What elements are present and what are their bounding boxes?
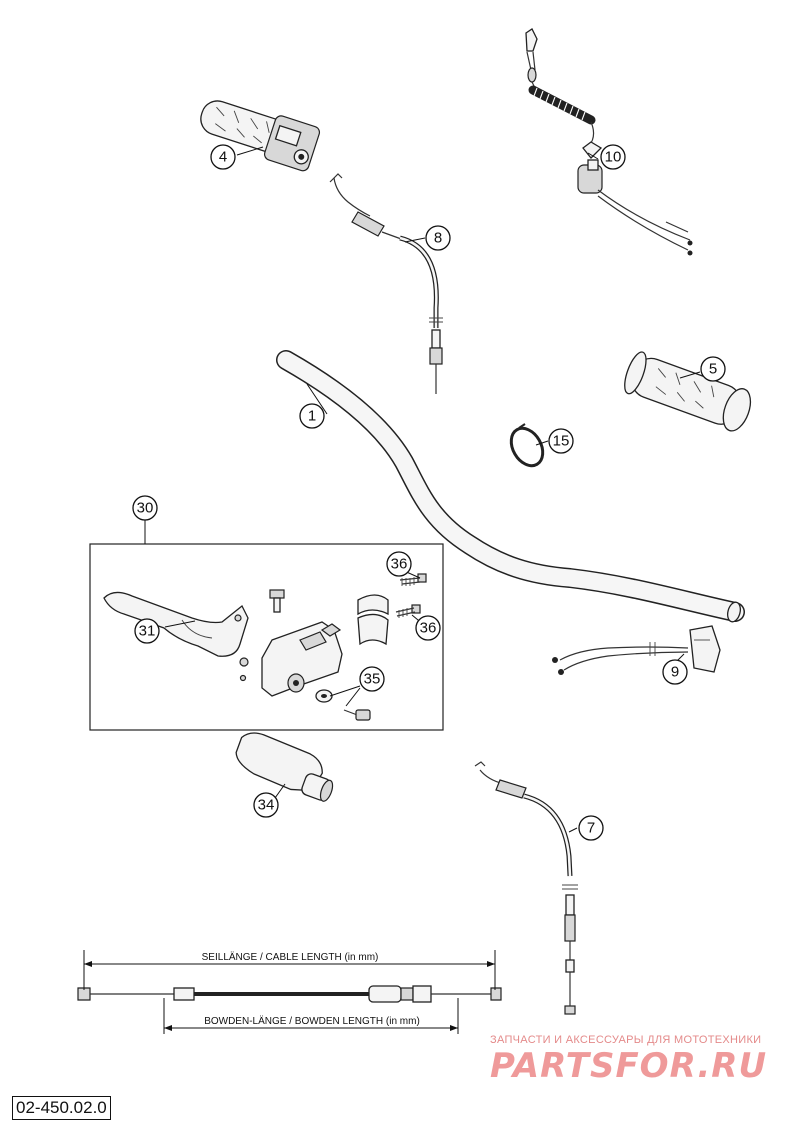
callout-5: 5 xyxy=(700,356,726,382)
svg-text:10: 10 xyxy=(605,149,622,166)
svg-text:15: 15 xyxy=(553,433,570,450)
bar-clamp-half xyxy=(357,594,389,646)
callout-15: 15 xyxy=(548,428,574,454)
callout-9: 9 xyxy=(662,659,688,685)
bolt-part-35 xyxy=(343,709,371,721)
cable-length-label: SEILLÄNGE / CABLE LENGTH (in mm) xyxy=(202,951,379,963)
clutch-cable-part-7 xyxy=(474,761,578,1015)
svg-text:36: 36 xyxy=(391,556,408,573)
callout-1: 1 xyxy=(299,403,325,429)
pivot-bolt xyxy=(269,589,285,613)
callout-31: 31 xyxy=(134,618,160,644)
leader-lines xyxy=(164,146,701,833)
callout-7: 7 xyxy=(578,815,604,841)
lever-housing xyxy=(261,621,343,697)
watermark-brand-logo: PARTSFOR.RU xyxy=(490,1046,767,1086)
svg-text:35: 35 xyxy=(364,671,381,688)
svg-text:7: 7 xyxy=(587,820,595,837)
svg-text:36: 36 xyxy=(420,620,437,637)
throttle-grip-part-4 xyxy=(200,100,321,172)
svg-text:34: 34 xyxy=(258,797,275,814)
cable-length-schematic xyxy=(77,985,502,1003)
callout-8: 8 xyxy=(425,225,451,251)
washer-part-35 xyxy=(315,689,333,703)
throttle-cable-part-8 xyxy=(329,173,443,394)
small-nut xyxy=(239,657,249,682)
callout-34: 34 xyxy=(253,792,279,818)
watermark-tagline: ЗАПЧАСТИ И АКСЕССУАРЫ ДЛЯ МОТОТЕХНИКИ xyxy=(490,1034,761,1046)
bowden-length-label: BOWDEN-LÄNGE / BOWDEN LENGTH (in mm) xyxy=(204,1015,420,1027)
callout-36-upper: 36 xyxy=(386,551,412,577)
callout-10: 10 xyxy=(600,144,626,170)
left-grip-part-5 xyxy=(624,351,752,432)
callout-4: 4 xyxy=(210,144,236,170)
cable-length-dimension xyxy=(83,950,496,990)
screw-part-36-lower xyxy=(395,604,421,618)
svg-text:9: 9 xyxy=(671,664,679,681)
svg-text:1: 1 xyxy=(308,408,316,425)
lever-boot-part-34 xyxy=(235,732,334,802)
clamp-ring-part-15 xyxy=(509,423,545,468)
lever-assembly-group-part-30 xyxy=(89,520,444,731)
screw-part-36-upper xyxy=(399,573,427,586)
svg-text:8: 8 xyxy=(434,230,442,247)
bowden-length-dimension xyxy=(163,998,459,1034)
kill-switch-part-10 xyxy=(525,28,693,256)
callout-35: 35 xyxy=(359,666,385,692)
coiled-lanyard xyxy=(528,85,596,125)
svg-text:30: 30 xyxy=(137,500,154,517)
svg-text:31: 31 xyxy=(139,623,156,640)
callout-30: 30 xyxy=(132,495,158,521)
svg-text:4: 4 xyxy=(219,149,227,166)
handlebar-part-1 xyxy=(276,350,745,623)
watermark: ЗАПЧАСТИ И АКСЕССУАРЫ ДЛЯ МОТОТЕХНИКИ PA… xyxy=(490,1034,767,1086)
callout-36-lower: 36 xyxy=(415,615,441,641)
switch-part-9 xyxy=(552,625,721,675)
svg-text:5: 5 xyxy=(709,361,717,378)
part-number-code: 02-450.02.0 xyxy=(12,1096,111,1120)
